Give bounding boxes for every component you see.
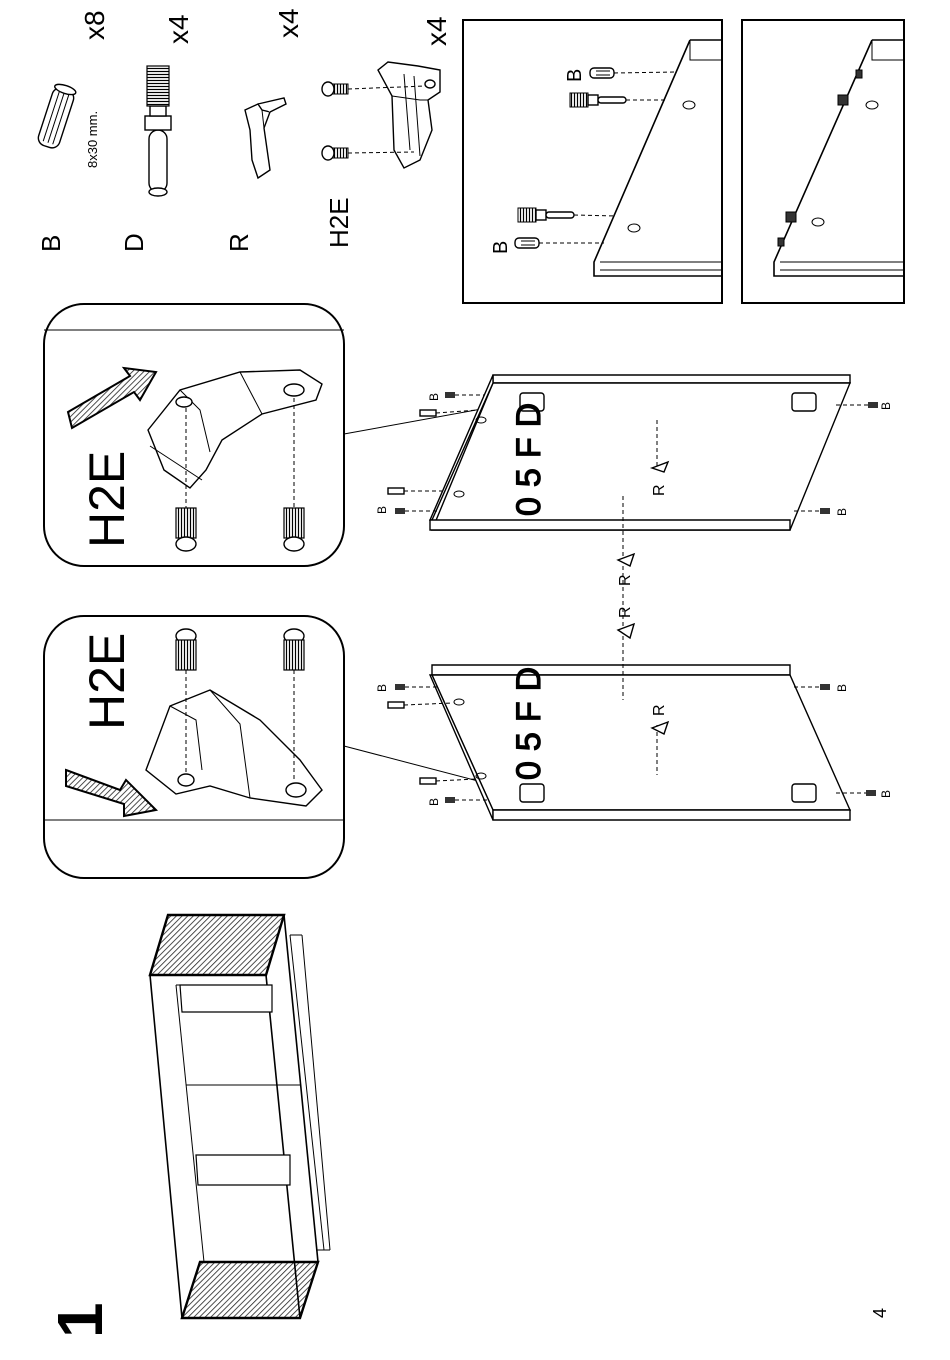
callout-screw-right-lower [284, 629, 304, 670]
part-d-code: D [119, 233, 149, 252]
rest-label-mid-2: R [617, 606, 634, 618]
rest-label-upper: R [651, 484, 668, 496]
assembled-cabinet-drawing [150, 915, 330, 1318]
side-panel-upper: R 05FD B B B B [375, 375, 893, 530]
part-r-qty: x4 [273, 8, 304, 38]
b-label: B [879, 402, 893, 410]
cam-bolt-d-drawing [145, 66, 171, 196]
b-label: B [835, 684, 849, 692]
callout-screw-left [176, 508, 196, 551]
fitting-dowel-lower-2 [445, 797, 488, 803]
part-b-code: B [36, 235, 66, 252]
h2e-bracket-drawing [322, 62, 440, 168]
rest-label-lower: R [651, 704, 668, 716]
detail-label-b-upper: B [564, 69, 586, 82]
panel-code-lower: 05FD [510, 657, 548, 780]
fitting-dowel-lower-3 [794, 684, 830, 690]
hinge-pad [520, 784, 544, 802]
callout-screw-left-lower [176, 629, 196, 670]
callout-h2e-lower: H2E [44, 616, 344, 878]
h2e-screw-top [322, 82, 348, 96]
fitting-cam-upper-2 [388, 488, 442, 494]
fitting-dowel-lower-1 [395, 684, 438, 690]
h2e-screw-bottom [322, 146, 348, 160]
callout-h2e-upper: H2E [44, 304, 344, 566]
fitting-cam-lower-2 [420, 778, 476, 784]
part-r-code: R [224, 233, 254, 252]
fitting-dowel-upper-2 [395, 508, 438, 514]
b-label: B [375, 506, 389, 514]
dowel-b-drawing [36, 82, 77, 150]
hinge-pad [792, 393, 816, 411]
part-h2e-qty: x4 [421, 16, 452, 46]
callout-upper-title: H2E [79, 451, 135, 548]
detail-box-dowel-inserted [742, 20, 904, 303]
part-b-qty: x8 [79, 10, 110, 40]
rest-label-mid-1: R [617, 574, 634, 586]
detail-box-dowel-insertion: B B [463, 20, 722, 303]
part-h2e-code: H2E [324, 197, 354, 248]
b-label: B [427, 393, 441, 401]
part-d-qty: x4 [163, 14, 194, 44]
b-label: B [375, 684, 389, 692]
side-panel-lower: R 05FD B B B B [375, 657, 893, 820]
b-label: B [879, 790, 893, 798]
fitting-dowel-upper-1 [445, 392, 484, 398]
step-number: 1 [44, 1302, 116, 1338]
page-number: 4 [870, 1308, 890, 1318]
shelf-rest-r-drawing [245, 98, 286, 178]
callout-screw-right [284, 508, 304, 551]
callout-lower-title: H2E [79, 633, 135, 730]
b-label: B [427, 798, 441, 806]
b-label: B [835, 508, 849, 516]
fitting-dowel-upper-4 [794, 508, 830, 514]
parts-list: 8x30 mm. x8 B x4 D x4 R [36, 8, 452, 252]
dowel-size-label: 8x30 mm. [85, 111, 100, 168]
detail-label-b-lower: B [490, 241, 512, 254]
hinge-pad [792, 784, 816, 802]
panel-code-upper: 05FD [510, 393, 548, 516]
